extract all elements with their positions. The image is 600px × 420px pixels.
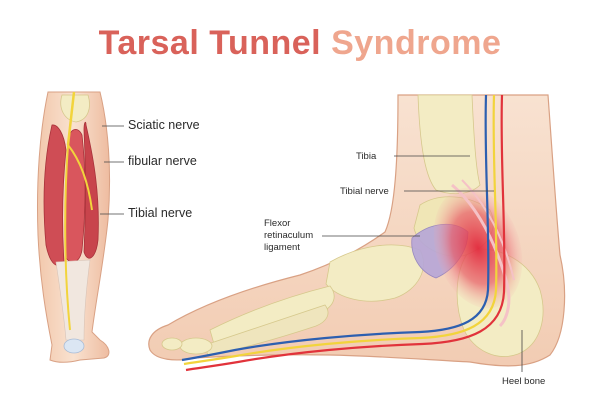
label-flexor-line-1: Flexor [264,218,291,229]
nerve-line [183,94,498,366]
leg-tibial-nerve [64,144,71,331]
inflammation-area [433,187,523,309]
leg-tendon [55,259,91,341]
label-tibial-nerve: Tibial nerve [128,206,193,220]
leg-sciatic-nerve [66,91,76,146]
midfoot-bones [325,244,424,302]
title-part-1: Tarsal Tunnel [98,24,322,62]
label-heel-bone: Heel bone [502,376,546,387]
page-title: Tarsal Tunnel Syndrome [0,24,600,63]
toe-bone [161,337,183,351]
metatarsal-bones [204,304,329,357]
knee-bone [60,94,90,123]
label-fibular-nerve: fibular nerve [128,154,197,168]
leg-muscle [83,121,99,259]
foot-illustration [148,94,566,372]
title-part-2: Syndrome [331,24,502,62]
vein-line [181,94,490,362]
label-flexor-line-3: ligament [264,242,300,253]
toe-bone [179,337,213,355]
artery-line [185,94,506,372]
ankle-bone [63,338,85,354]
label-tibia: Tibia [356,151,377,162]
label-flexor-line-2: retinaculum [264,230,314,241]
label-foot-tibial-nerve: Tibial nerve [340,186,389,197]
label-sciatic-nerve: Sciatic nerve [128,118,200,132]
leg-illustration [36,91,111,363]
leg-fibular-nerve [67,144,93,211]
tendon-bundle [461,179,515,281]
